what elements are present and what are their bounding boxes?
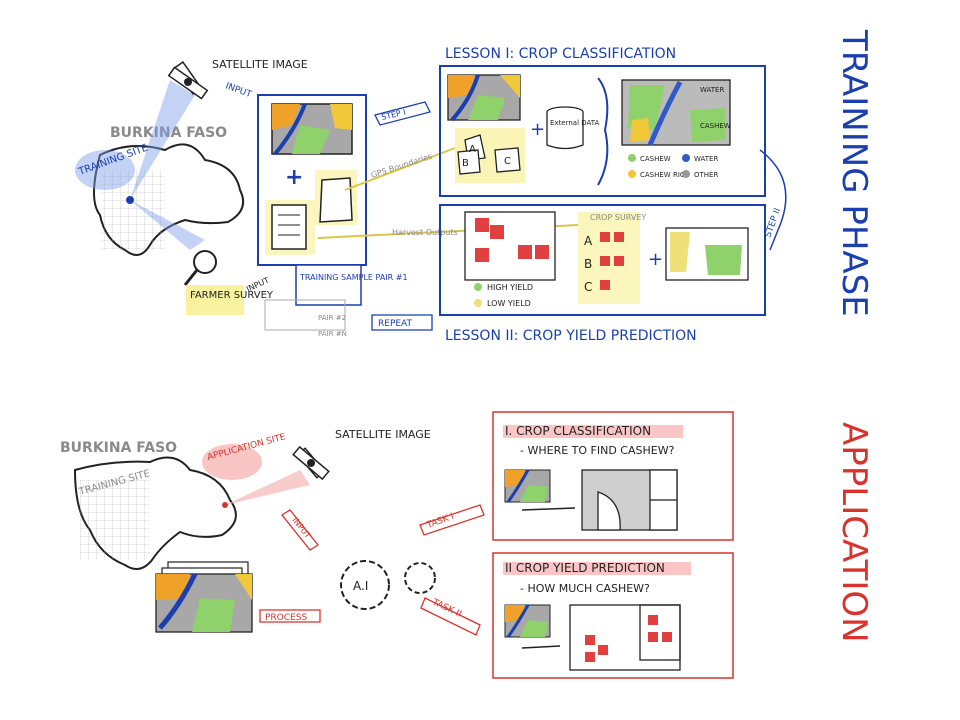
site-dot xyxy=(126,196,134,204)
task2-title: II CROP YIELD PREDICTION xyxy=(505,561,665,575)
ai-label: A.I xyxy=(353,579,368,593)
lesson1-fields: A B C xyxy=(457,134,521,175)
burkina-map-training: BURKINA FASO xyxy=(93,125,244,256)
process-arrow xyxy=(259,609,321,623)
app-image-stack xyxy=(155,561,253,633)
svg-text:A: A xyxy=(469,144,476,155)
field-b xyxy=(670,232,690,272)
sample-label-box xyxy=(295,264,362,306)
svg-text:A: A xyxy=(584,234,593,248)
crop-survey-label: CROP SURVEY xyxy=(590,213,646,222)
lesson1-plus: + xyxy=(530,119,545,140)
task1-cashew-field xyxy=(597,491,621,531)
training-site-blob xyxy=(75,150,135,190)
task2-input-image xyxy=(504,604,551,638)
gps-label: GPS Boundaries xyxy=(370,152,433,180)
lesson2-legend: HIGH YIELD LOW YIELD xyxy=(474,283,533,308)
task2-box xyxy=(492,552,734,679)
app-satellite-label: SATELLITE IMAGE xyxy=(335,428,431,441)
pair2-label: PAIR #2 xyxy=(318,314,346,322)
country-label: BURKINA FASO xyxy=(110,125,227,141)
svg-text:LOW YIELD: LOW YIELD xyxy=(487,299,531,308)
svg-text:B: B xyxy=(462,158,469,169)
lesson1-legend: CASHEW WATER CASHEW RICE OTHER xyxy=(628,154,718,179)
satellite-beam xyxy=(130,80,195,200)
svg-text:WATER: WATER xyxy=(700,86,724,94)
svg-text:CASHEW: CASHEW xyxy=(700,122,731,130)
lesson1-input-image xyxy=(447,74,521,122)
app-input-arrow xyxy=(281,509,319,551)
field-c xyxy=(705,245,742,275)
gps-arrow xyxy=(344,147,456,191)
task2-kg-bags xyxy=(585,615,672,662)
task2-arrow xyxy=(420,597,481,636)
burkina-map-application: BURKINA FASO xyxy=(60,440,237,570)
task1-question: - WHERE TO FIND CASHEW? xyxy=(520,444,675,457)
svg-text:CASHEW RICE: CASHEW RICE xyxy=(640,171,689,179)
app-country-label: BURKINA FASO xyxy=(60,440,177,456)
application-section: BURKINA FASO TRAINING SITE APPLICATION S… xyxy=(60,411,734,679)
external-data-label: External DATA xyxy=(550,119,600,127)
kg-bag-icon xyxy=(319,177,353,223)
svg-text:WATER: WATER xyxy=(694,155,718,163)
lesson2-title: LESSON II: CROP YIELD PREDICTION xyxy=(445,328,697,344)
farmer-survey-label: FARMER SURVEY xyxy=(190,290,274,301)
ai-gears-icon xyxy=(340,560,436,610)
svg-text:C: C xyxy=(504,156,511,167)
input-tag-satellite: INPUT xyxy=(224,81,253,100)
application-phase-label: APPLICATION xyxy=(834,422,874,643)
lesson1-box xyxy=(439,65,766,197)
survey-beam xyxy=(130,200,205,250)
magnifier-icon xyxy=(183,250,217,286)
sample-pair-label: TRAINING SAMPLE PAIR #1 xyxy=(299,273,408,282)
satellite-icon xyxy=(167,60,209,100)
process-tag: PROCESS xyxy=(265,613,307,623)
kg-bags xyxy=(475,218,549,262)
svg-text:HIGH YIELD: HIGH YIELD xyxy=(487,283,533,292)
satellite-label: SATELLITE IMAGE xyxy=(212,58,308,71)
training-section: BURKINA FASO TRAINING SITE SATELLITE IMA… xyxy=(75,46,787,344)
farmer-survey-highlight xyxy=(186,285,244,315)
survey-sheet-icon xyxy=(271,204,307,250)
step1-arrow xyxy=(374,101,431,126)
plus-sign: + xyxy=(285,165,303,190)
repeat-label: REPEAT xyxy=(378,319,413,329)
external-data-icon xyxy=(546,106,584,150)
task1-title-highlight xyxy=(503,425,683,438)
app-satellite-beam xyxy=(225,470,310,505)
repeat-arrow xyxy=(371,314,433,331)
svg-text:OTHER: OTHER xyxy=(694,171,718,179)
application-site-blob xyxy=(202,444,262,480)
task2-question: - HOW MUCH CASHEW? xyxy=(520,582,650,595)
step2-arrow xyxy=(759,149,787,251)
svg-text:B: B xyxy=(584,257,592,271)
classified-map: WATER CASHEW xyxy=(621,79,731,146)
lesson1-title: LESSON I: CROP CLASSIFICATION xyxy=(445,46,676,62)
task1-result-arrow xyxy=(521,507,576,511)
task2-result-arrow xyxy=(521,645,561,649)
task1-input-image xyxy=(504,469,551,503)
app-satellite-icon xyxy=(292,445,330,481)
lesson2-box xyxy=(439,204,766,316)
satellite-thumbnail xyxy=(271,103,353,156)
task2-title-highlight xyxy=(503,562,691,575)
svg-text:CASHEW: CASHEW xyxy=(640,155,671,163)
lesson2-plus: + xyxy=(648,249,663,270)
svg-text:C: C xyxy=(584,280,592,294)
task1-title: I. CROP CLASSIFICATION xyxy=(505,424,651,438)
training-phase-label: TRAINING PHASE xyxy=(834,29,874,317)
lesson1-bracket xyxy=(597,77,609,186)
app-site-dot xyxy=(222,502,228,508)
pairn-label: PAIR #N xyxy=(318,330,347,338)
crop-survey-table: A B C xyxy=(584,232,624,294)
task1-box xyxy=(492,411,734,541)
task1-arrow xyxy=(419,504,485,536)
harvest-label: Harvest Outputs xyxy=(392,228,458,237)
